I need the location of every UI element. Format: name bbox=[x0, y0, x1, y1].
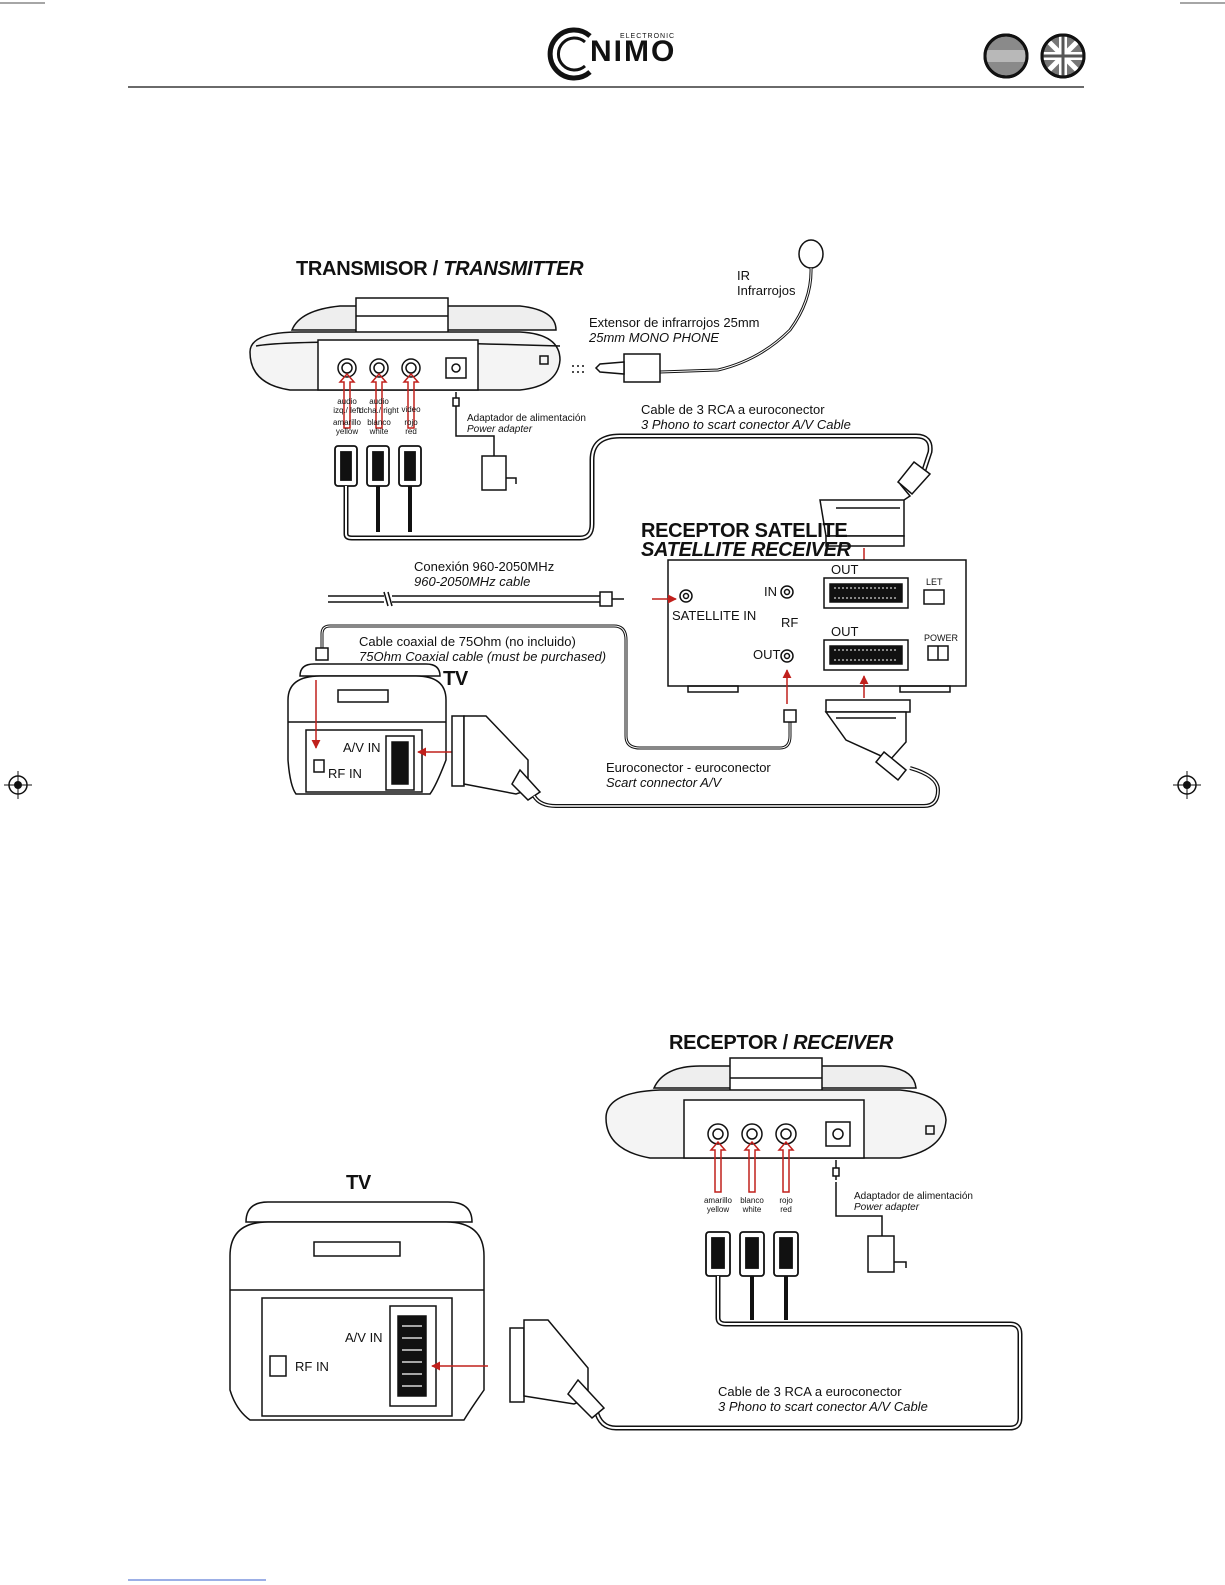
satellite-cable bbox=[328, 591, 624, 607]
spanish-flag-icon bbox=[983, 33, 1029, 79]
rf-out-port-label: OUT bbox=[753, 647, 781, 662]
scart-pin-ticks bbox=[834, 587, 898, 661]
let-switch-label: LET bbox=[926, 577, 943, 587]
rca-plugs-transmitter bbox=[334, 433, 933, 541]
tv-unit-1 bbox=[287, 663, 447, 795]
rf-in-port-label: IN bbox=[764, 584, 777, 599]
tv-label-2: TV bbox=[346, 1172, 371, 1194]
rf-in-label-2: RF IN bbox=[295, 1359, 329, 1374]
brand-sub-text: ELECTRONIC bbox=[620, 33, 676, 40]
power-switch-label: POWER bbox=[924, 633, 959, 643]
satellite-receiver-box bbox=[667, 559, 967, 693]
tv-unit-2 bbox=[229, 1201, 485, 1421]
registration-mark-left-icon bbox=[4, 771, 32, 799]
receiver-jack-arrows bbox=[709, 1140, 795, 1193]
receiver-title: RECEPTOR / RECEIVER bbox=[669, 1032, 893, 1054]
tv-label-1: TV bbox=[443, 668, 468, 690]
scart-cable-1 bbox=[532, 766, 941, 808]
registration-mark-right-icon bbox=[1173, 771, 1201, 799]
coax-cable-label: Cable coaxial de 75Ohm (no incluido)75Oh… bbox=[359, 634, 607, 664]
coax-cable bbox=[315, 624, 797, 750]
nimo-logo-icon bbox=[547, 27, 592, 81]
jack-label-video: video bbox=[401, 405, 421, 414]
transmitter-unit bbox=[249, 297, 561, 391]
transmitter-title: TRANSMISOR / TRANSMITTER bbox=[296, 258, 584, 280]
scart-plug-bottom bbox=[824, 699, 911, 782]
satellite-in-label: SATELLITE IN bbox=[672, 608, 757, 623]
receiver-unit bbox=[605, 1057, 947, 1159]
av-in-label-2: A/V IN bbox=[345, 1330, 383, 1345]
scart-plug-tv-2 bbox=[509, 1319, 606, 1420]
brand-logo-text: NIMO bbox=[590, 35, 677, 68]
tv2-scart-pins bbox=[402, 1325, 422, 1387]
scart-plug-top bbox=[819, 460, 932, 547]
rf-in-label-1: RF IN bbox=[328, 766, 362, 781]
scart-out-label-2: OUT bbox=[831, 624, 859, 639]
power-adapter-transmitter bbox=[452, 392, 517, 491]
uk-flag-icon bbox=[1040, 33, 1086, 79]
av-in-label-1: A/V IN bbox=[343, 740, 381, 755]
ir-extender bbox=[572, 239, 824, 383]
scart-out-label-1: OUT bbox=[831, 562, 859, 577]
rf-label: RF bbox=[781, 615, 799, 630]
power-adapter-receiver bbox=[832, 1160, 907, 1273]
rca-plugs-receiver bbox=[593, 1231, 1023, 1431]
scart-plug-tv-1 bbox=[451, 715, 542, 801]
transmitter-jack-arrows bbox=[338, 372, 420, 429]
